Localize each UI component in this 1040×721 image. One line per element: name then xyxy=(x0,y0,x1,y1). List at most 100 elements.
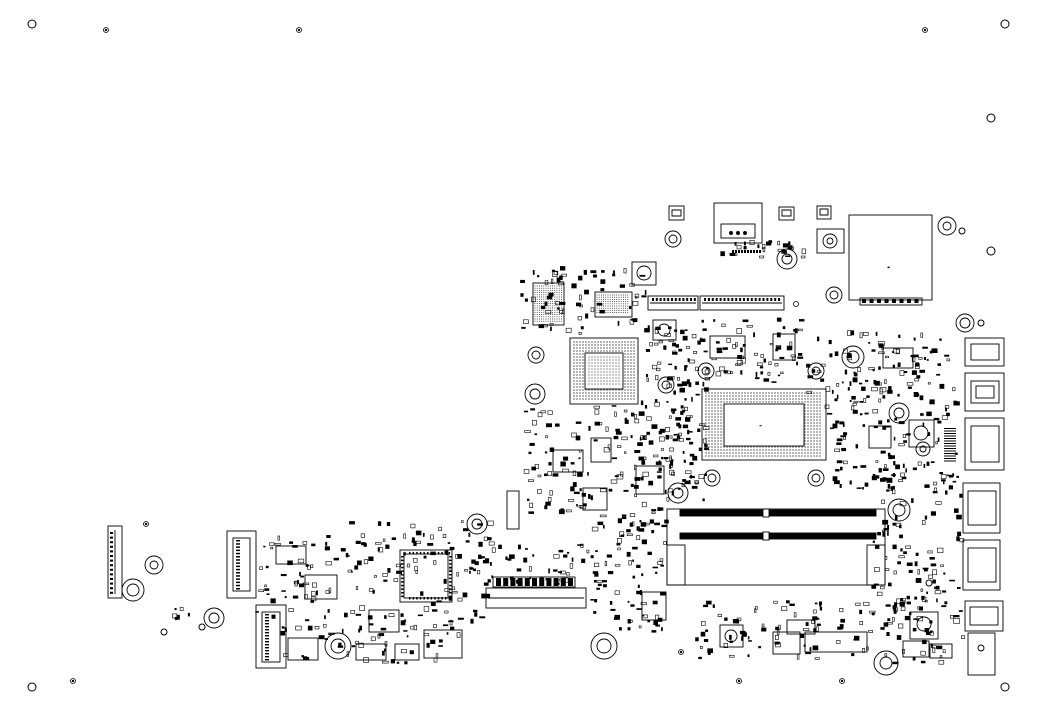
bga-ball xyxy=(625,296,627,298)
bga-ball xyxy=(807,434,809,436)
smd-part xyxy=(943,479,945,485)
smd-part xyxy=(577,316,582,321)
bga-ball xyxy=(738,398,740,400)
smd-part xyxy=(882,531,886,537)
smd-part xyxy=(439,639,443,643)
bga-ball xyxy=(618,298,620,300)
bga-ball xyxy=(816,422,818,424)
smd-part xyxy=(700,621,706,626)
connector-pin xyxy=(667,298,670,301)
bga-ball xyxy=(789,401,791,403)
smd-part xyxy=(664,489,667,495)
bga-ball xyxy=(541,289,543,291)
smd-part xyxy=(545,501,551,506)
smd-part xyxy=(411,537,415,542)
bga-ball xyxy=(711,419,713,421)
smd-part xyxy=(961,635,965,639)
bga-ball xyxy=(603,347,605,349)
smd-part xyxy=(862,487,864,490)
smd-part xyxy=(919,369,925,373)
bga-ball xyxy=(744,455,746,457)
bga-ball xyxy=(588,356,590,358)
smd-part xyxy=(882,425,887,430)
bga-ball xyxy=(605,307,607,309)
bga-ball xyxy=(606,389,608,391)
smd-part xyxy=(560,266,566,271)
smd-part xyxy=(269,542,275,546)
smd-part xyxy=(877,591,883,596)
smd-part xyxy=(351,645,356,648)
smd-part xyxy=(855,444,859,449)
smd-part xyxy=(627,600,630,603)
smd-part xyxy=(903,371,908,373)
bga-ball xyxy=(576,368,578,370)
bga-ball xyxy=(606,341,608,343)
smd-part xyxy=(410,625,415,630)
smd-part xyxy=(644,405,648,409)
bga-ball xyxy=(603,380,605,382)
bga-ball xyxy=(620,307,622,309)
smd-part xyxy=(345,552,349,558)
connector-pin xyxy=(110,591,113,594)
smd-part xyxy=(457,597,463,602)
smd-part xyxy=(664,519,669,524)
smd-part xyxy=(646,377,649,382)
bga-ball xyxy=(759,395,761,397)
smd-part xyxy=(634,418,640,424)
bga-ball xyxy=(792,455,794,457)
tooling-hole xyxy=(977,319,985,327)
bga-ball xyxy=(538,305,540,307)
bga-ball xyxy=(579,392,581,394)
smd-part xyxy=(880,450,886,454)
smd-part xyxy=(953,618,960,624)
smd-part xyxy=(590,599,594,601)
smd-part xyxy=(729,654,735,658)
connector-pin xyxy=(524,578,530,586)
connector-pin xyxy=(914,299,919,303)
smd-part xyxy=(655,375,659,381)
smd-part xyxy=(741,636,744,641)
bga-ball xyxy=(714,434,716,436)
smd-part xyxy=(641,539,647,545)
bga-ball xyxy=(768,452,770,454)
smd-part xyxy=(716,347,722,351)
connector-pin xyxy=(735,250,737,253)
smd-part xyxy=(614,564,621,567)
bga-ball xyxy=(714,437,716,439)
smd-part xyxy=(659,558,664,562)
smd-part xyxy=(478,541,483,547)
smd-part xyxy=(735,363,742,366)
smd-part xyxy=(778,624,781,630)
bga-ball xyxy=(624,341,626,343)
bga-ball xyxy=(810,434,812,436)
smd-part xyxy=(669,469,675,475)
bga-ball xyxy=(627,307,629,309)
bga-ball xyxy=(622,301,624,303)
bga-ball xyxy=(552,309,554,311)
bga-ball xyxy=(738,401,740,403)
smd-part xyxy=(642,471,649,477)
bga-ball xyxy=(541,300,543,302)
bga-ball xyxy=(576,395,578,397)
bga-ball xyxy=(627,344,629,346)
bga-ball xyxy=(819,398,821,400)
bga-ball xyxy=(603,301,605,303)
bga-ball xyxy=(804,425,806,427)
bga-ball xyxy=(750,395,752,397)
bga-ball xyxy=(765,449,767,451)
bga-ball xyxy=(753,395,755,397)
bga-ball xyxy=(538,287,540,289)
bga-ball xyxy=(768,401,770,403)
smd-part xyxy=(899,524,902,529)
ec-controller-chip xyxy=(399,549,453,603)
bga-ball xyxy=(747,395,749,397)
bga-ball xyxy=(560,303,562,305)
smd-part xyxy=(385,544,390,549)
bga-ball xyxy=(621,344,623,346)
smd-part xyxy=(851,396,856,400)
bga-ball xyxy=(558,285,560,287)
bga-ball xyxy=(622,298,624,300)
smd-part xyxy=(885,425,891,428)
bga-ball xyxy=(597,383,599,385)
bga-ball xyxy=(606,398,608,400)
